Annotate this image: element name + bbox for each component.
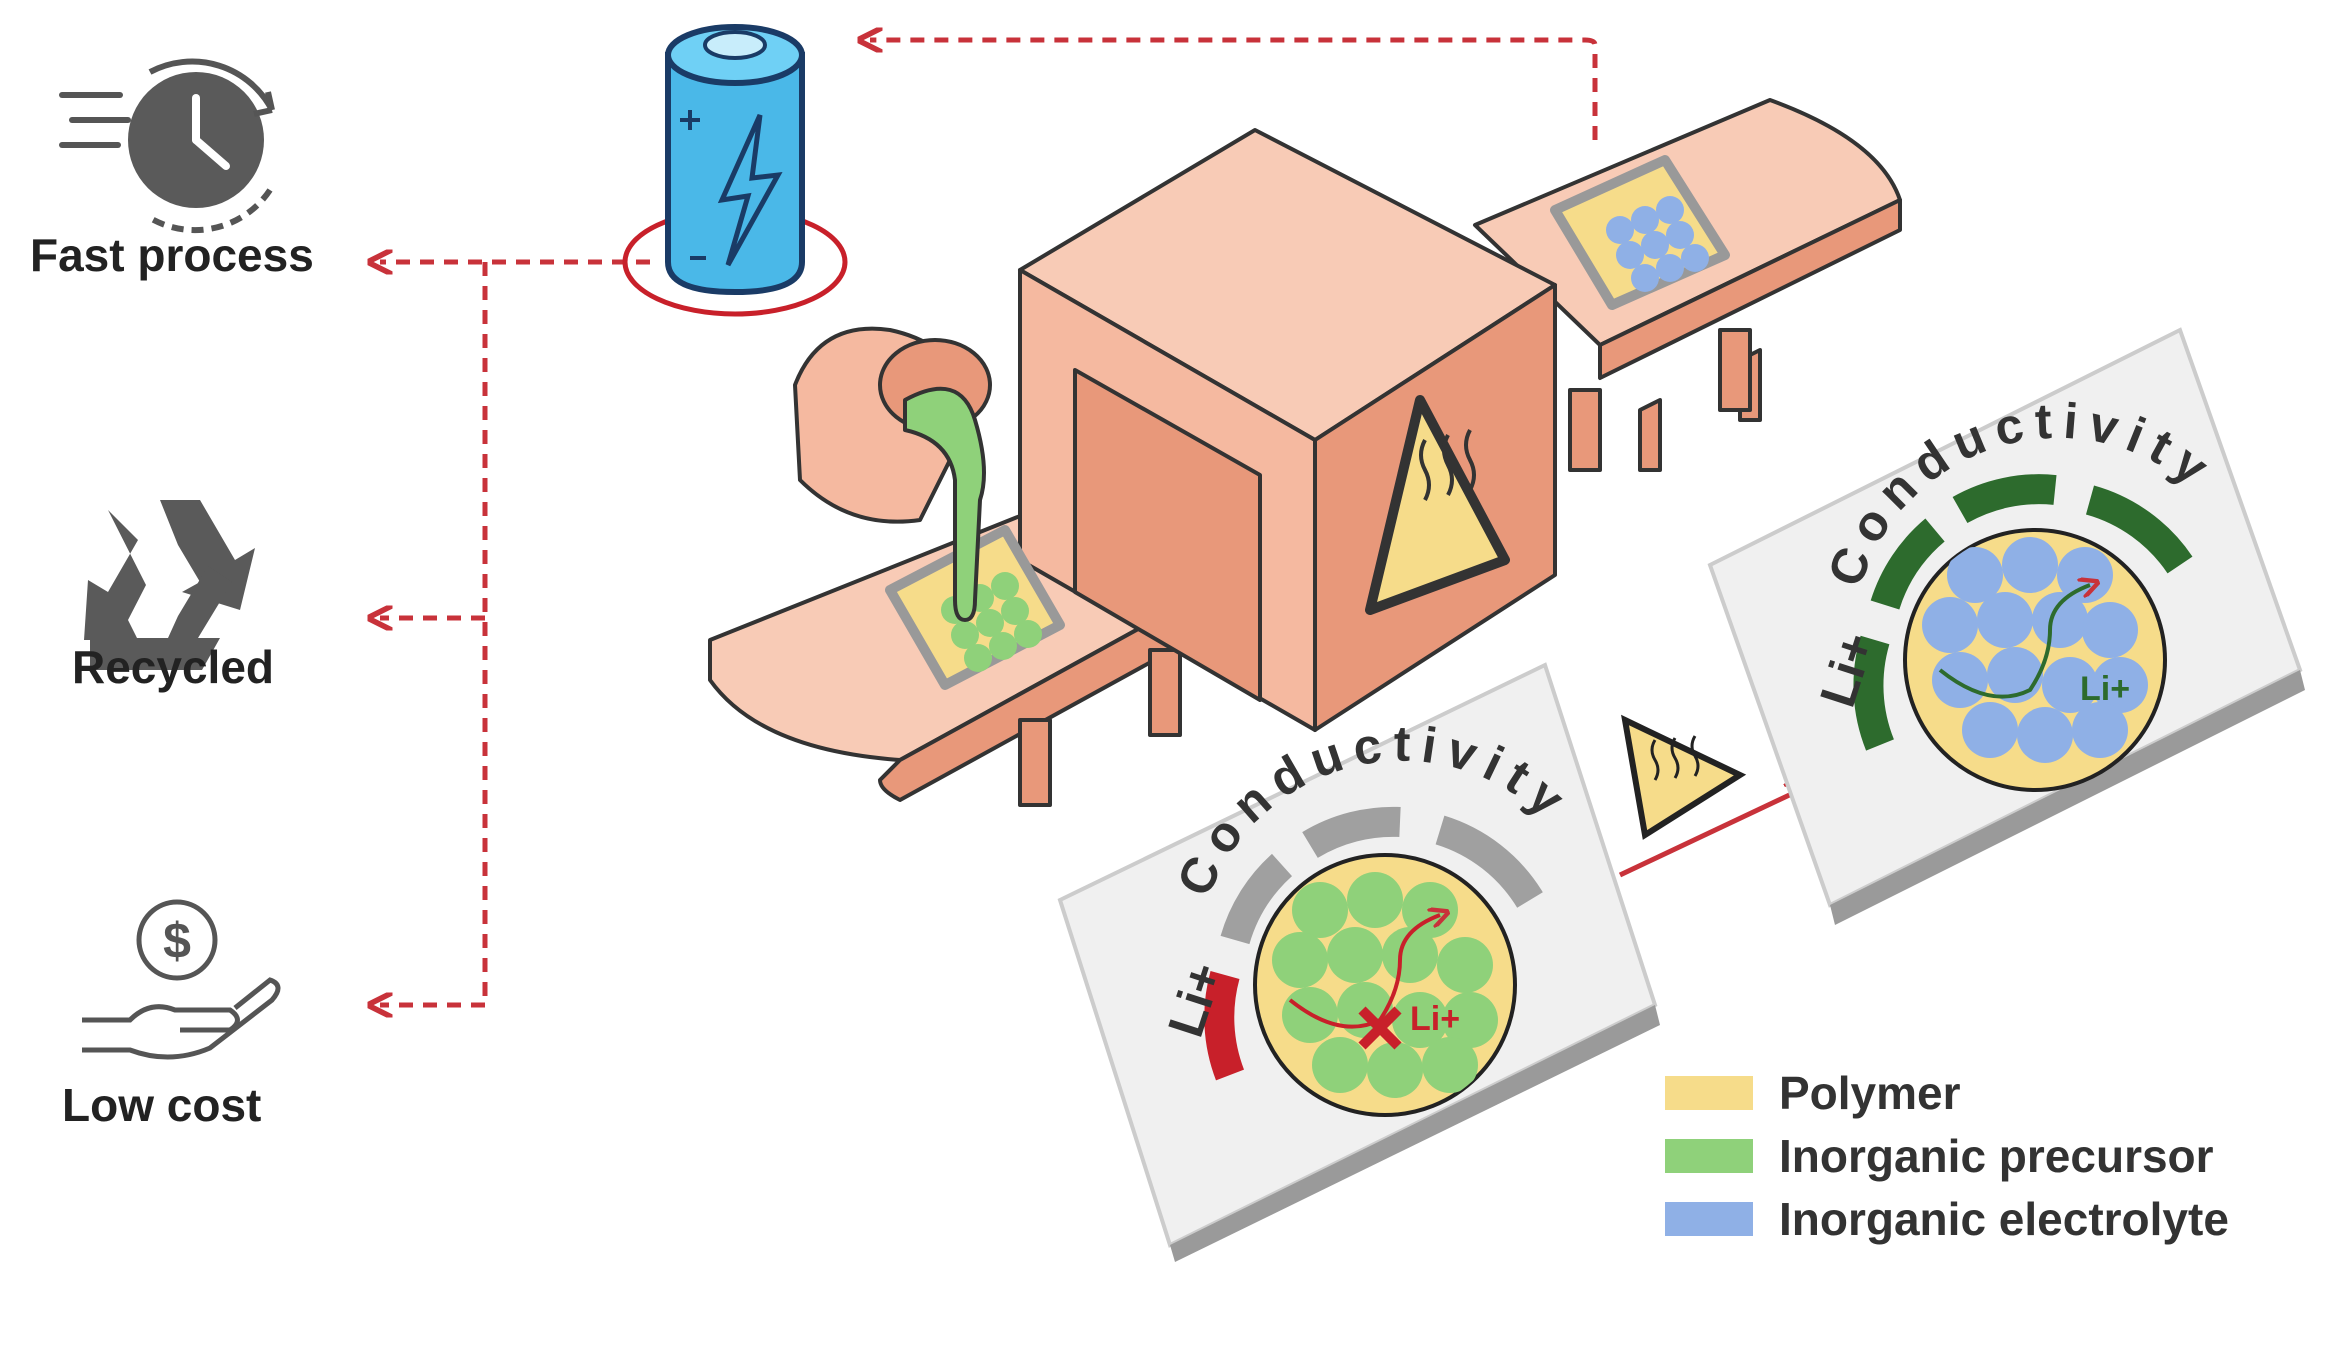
panel-before-ring bbox=[1204, 806, 1543, 1081]
legend-label: Inorganic precursor bbox=[1779, 1130, 2214, 1182]
svg-text:$: $ bbox=[163, 913, 191, 969]
panel-after-ion-small: Li+ bbox=[2080, 670, 2130, 708]
legend-swatch bbox=[1665, 1139, 1753, 1173]
panel-after-circle bbox=[1903, 528, 2167, 792]
low-cost-label: Low cost bbox=[62, 1079, 262, 1131]
panel-before-circle bbox=[1253, 853, 1517, 1117]
panel-after-ring bbox=[1853, 474, 2193, 751]
recycle-icon bbox=[84, 500, 255, 670]
conveyor-machine bbox=[708, 98, 1902, 807]
legend-item-inorganic-precursor: Inorganic precursor bbox=[1665, 1129, 2214, 1183]
recycled-label: Recycled bbox=[72, 641, 275, 693]
panel-before-ion-small: Li+ bbox=[1410, 1000, 1460, 1038]
legend-label: Inorganic electrolyte bbox=[1779, 1193, 2229, 1245]
fast-process-label: Fast process bbox=[30, 229, 314, 281]
legend-label: Polymer bbox=[1779, 1067, 1961, 1119]
legend-swatch bbox=[1665, 1076, 1753, 1110]
clock-icon bbox=[59, 58, 275, 234]
battery-icon bbox=[622, 24, 848, 317]
benefit-connectors bbox=[380, 40, 1598, 1005]
legend-item-polymer: Polymer bbox=[1665, 1066, 1961, 1120]
legend-swatch bbox=[1665, 1202, 1753, 1236]
money-hand-icon: $ bbox=[82, 899, 281, 1060]
heat-arrow bbox=[1618, 714, 1800, 878]
legend-item-inorganic-electrolyte: Inorganic electrolyte bbox=[1665, 1192, 2229, 1246]
